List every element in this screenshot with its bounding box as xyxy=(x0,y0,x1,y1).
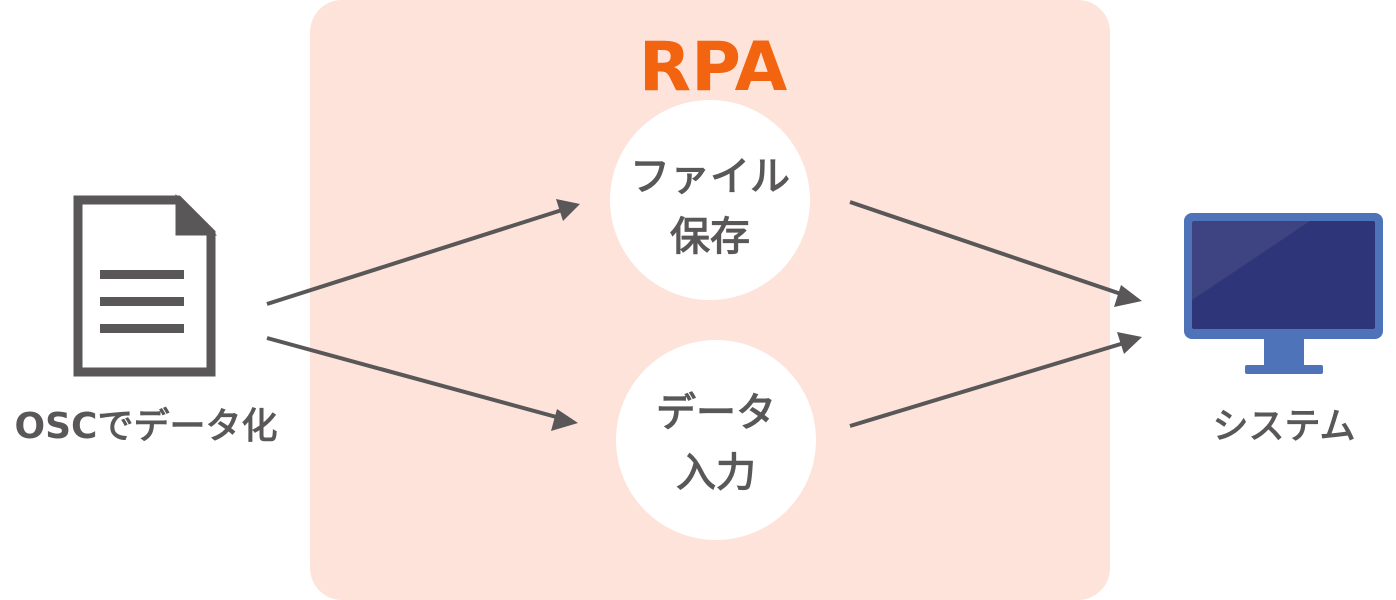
step-data-entry-line1: データ xyxy=(656,390,776,436)
arrow-source-to-file-save xyxy=(266,199,580,306)
step-file-save-line1: ファイル xyxy=(630,154,790,200)
step-file-save-line2: 保存 xyxy=(670,214,750,260)
step-circle-file-save xyxy=(610,100,810,300)
step-circle-data-entry xyxy=(616,340,816,540)
document-icon xyxy=(73,193,218,377)
arrow-file-save-to-system xyxy=(849,200,1142,307)
source-label: OSCでデータ化 xyxy=(15,405,278,447)
rpa-title: RPA xyxy=(639,28,788,107)
monitor-icon xyxy=(1184,213,1383,374)
arrow-data-entry-to-system xyxy=(849,332,1142,428)
arrow-source-to-data-entry xyxy=(266,336,578,431)
target-label: システム xyxy=(1213,406,1356,447)
step-data-entry-line2: 入力 xyxy=(676,450,756,496)
